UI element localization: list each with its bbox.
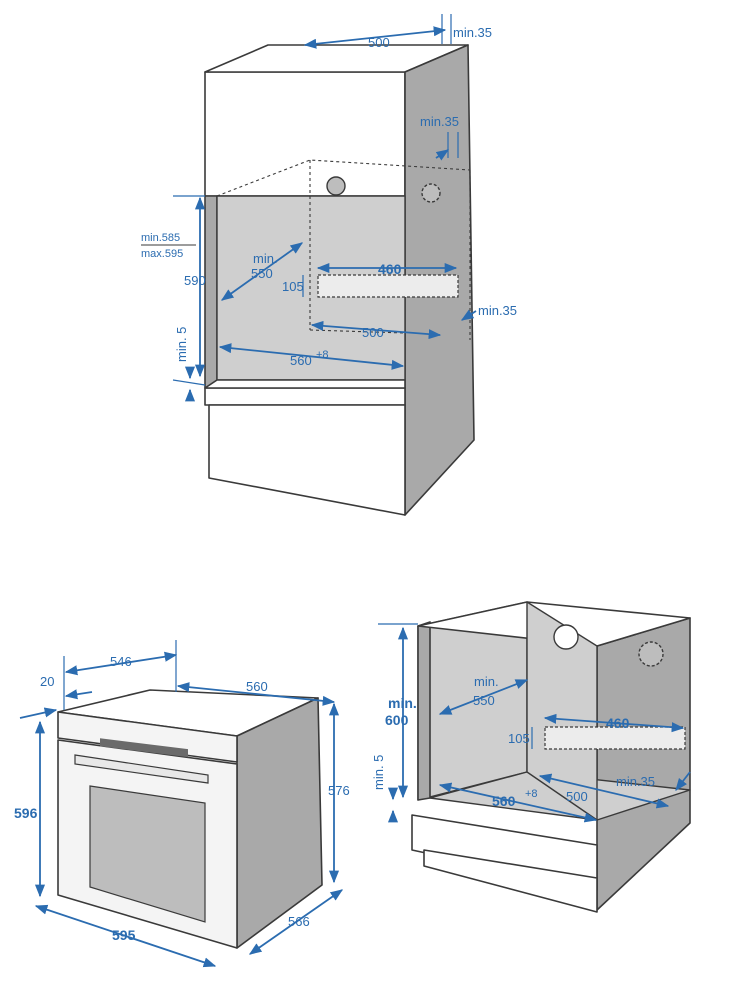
dim-depth: [438, 679, 529, 715]
dim-top-width: [303, 26, 447, 49]
dim-depth-line1: min.: [474, 674, 499, 689]
dim-opening-max-label: max.595: [141, 248, 183, 260]
dim-opening-width-tolerance: +8: [316, 349, 329, 361]
dim-front-width: [34, 904, 217, 968]
dim-opening-height-label: 590: [184, 273, 206, 288]
dim-body-height-label: 576: [328, 783, 350, 798]
dim-top-clearance-label: min.35: [453, 25, 492, 40]
dim-opening-height-line1: min.: [388, 695, 417, 711]
dim-front-width-label: 595: [112, 927, 136, 943]
base-shelf-top: [204, 379, 406, 389]
dim-body-width: [176, 682, 336, 706]
oven-figure: 546 20 560 596 576 595 566: [14, 640, 350, 968]
dim-vent-width-label: 460: [378, 261, 402, 277]
dim-front-height-label: 596: [14, 805, 38, 821]
dim-opening-height-line2: 600: [385, 712, 409, 728]
dim-rear-clearance-arrow: [675, 771, 691, 791]
dim-rear-clearance-label: min.35: [420, 114, 459, 129]
vent-slot: [317, 274, 459, 298]
dim-opening-width-label: 560: [492, 793, 516, 809]
under-counter-figure: min. 600 min. 550 460 105 min. 5 560 +8 …: [371, 601, 691, 913]
dim-floor-clearance-label: min. 5: [174, 327, 189, 362]
dim-opening-min-label: min.585: [141, 232, 180, 244]
dim-opening-width: [218, 343, 405, 370]
dim-side-depth-label: 566: [288, 914, 310, 929]
dim-top-width-label: 500: [368, 35, 390, 50]
dim-total-depth-label: 546: [110, 654, 132, 669]
dim-bottom-clearance-label: min.35: [478, 303, 517, 318]
dim-bottom-depth: [538, 773, 670, 809]
oven-display: [100, 738, 188, 758]
lower-cabinet-front: [208, 404, 406, 516]
dim-bottom-clearance-arrow: [460, 309, 477, 321]
dim-bottom-depth: [310, 320, 442, 340]
dim-vent-width-label: 460: [606, 715, 630, 731]
tall-cabinet-figure: 500 min.35 min.35 min.585 max.595 590 mi…: [141, 14, 517, 516]
dim-depth-line2: 550: [251, 266, 273, 281]
dim-rear-clearance-arrow: [435, 149, 450, 161]
vent-hole-icon: [553, 624, 579, 650]
vent-hole-rear-icon: [421, 183, 441, 203]
dim-floor-clearance-label: min. 5: [371, 755, 386, 790]
dim-vent-height-label: 105: [282, 279, 304, 294]
oven-side: [236, 697, 323, 949]
oven-handle: [74, 754, 209, 784]
left-wall: [417, 621, 431, 801]
dim-total-depth: [64, 651, 178, 676]
niche-depth-outline: [216, 159, 471, 197]
vent-hole-rear-icon: [638, 641, 664, 667]
upper-cabinet-front: [204, 71, 406, 197]
base-shelf: [204, 387, 406, 406]
dim-side-depth: [248, 889, 344, 955]
dim-body-width-label: 560: [246, 679, 268, 694]
dim-opening-width: [438, 782, 598, 823]
dim-opening-width-tolerance: +8: [525, 788, 538, 800]
dim-bottom-depth-label: 500: [566, 789, 588, 804]
dim-bottom-depth-label: 500: [362, 325, 384, 340]
vent-hole-icon: [326, 176, 346, 196]
dim-panel-depth-label: 20: [40, 674, 54, 689]
oven-control-panel: [57, 711, 238, 763]
dim-vent-width: [543, 713, 685, 733]
dim-panel-depth-arrow: [19, 707, 58, 719]
dim-rear-clearance-label: min.35: [616, 774, 655, 789]
base-plinth-lower: [423, 849, 598, 913]
dim-vent-height-label: 105: [508, 731, 530, 746]
dim-panel-depth-arrow2: [64, 689, 93, 700]
dim-floor-ext: [172, 379, 206, 386]
dim-opening-width-label: 560: [290, 353, 312, 368]
left-side-wall: [204, 195, 218, 389]
dim-depth: [220, 242, 304, 301]
